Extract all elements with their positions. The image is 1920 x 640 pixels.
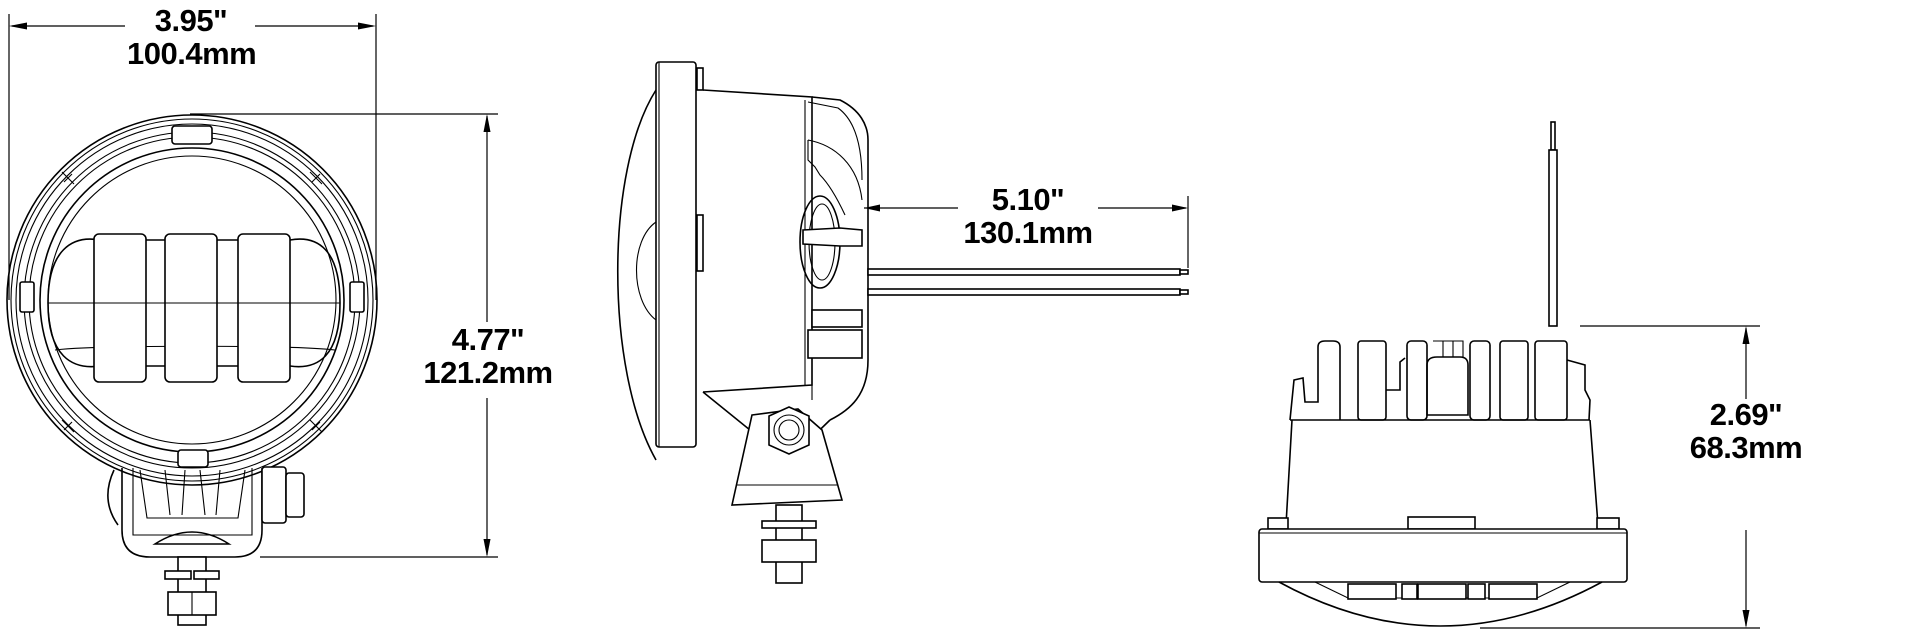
depth-dimension-label: 2.69" 68.3mm — [1682, 399, 1810, 463]
side-bezel — [655, 61, 697, 448]
arrow-down-icon — [1742, 610, 1750, 628]
arrow-up-icon — [483, 114, 491, 132]
front-bezel — [6, 114, 378, 486]
wire-length-dimension-label: 5.10" 130.1mm — [958, 184, 1098, 248]
led-module-3 — [237, 233, 291, 383]
height-metric: 121.2mm — [423, 355, 553, 390]
mounting-bracket — [107, 466, 305, 626]
top-bezel — [1258, 528, 1628, 583]
led-module-1 — [93, 233, 147, 383]
arrow-left-icon — [864, 204, 880, 212]
arrow-right-icon — [358, 22, 376, 30]
side-lens — [616, 89, 657, 461]
width-metric: 100.4mm — [127, 36, 257, 71]
depth-metric: 68.3mm — [1689, 430, 1803, 465]
wire-length-imperial: 5.10" — [991, 182, 1065, 217]
height-dimension-label: 4.77" 121.2mm — [418, 324, 558, 388]
depth-dimension-line — [1480, 325, 1760, 629]
wire-leads — [867, 268, 1189, 296]
top-view — [1258, 121, 1760, 629]
height-dimension-line — [190, 113, 498, 558]
front-view — [6, 14, 498, 626]
side-view — [616, 61, 1189, 584]
arrow-left-icon — [9, 22, 27, 30]
arrow-right-icon — [1172, 204, 1188, 212]
side-housing — [702, 89, 813, 393]
arrow-up-icon — [1742, 326, 1750, 344]
side-nut — [768, 406, 810, 455]
height-imperial: 4.77" — [451, 322, 525, 357]
arrow-down-icon — [483, 539, 491, 557]
wire-length-metric: 130.1mm — [963, 215, 1093, 250]
led-optics — [47, 233, 341, 383]
width-dimension-label: 3.95" 100.4mm — [127, 3, 257, 71]
width-imperial: 3.95" — [154, 3, 228, 38]
heat-sink-fins — [1289, 340, 1591, 421]
top-housing — [1285, 419, 1599, 526]
top-lens — [1278, 581, 1603, 627]
depth-imperial: 2.69" — [1709, 397, 1783, 432]
width-dimension-line — [8, 14, 377, 300]
led-module-2 — [164, 233, 218, 383]
bracket-nut — [261, 466, 287, 524]
